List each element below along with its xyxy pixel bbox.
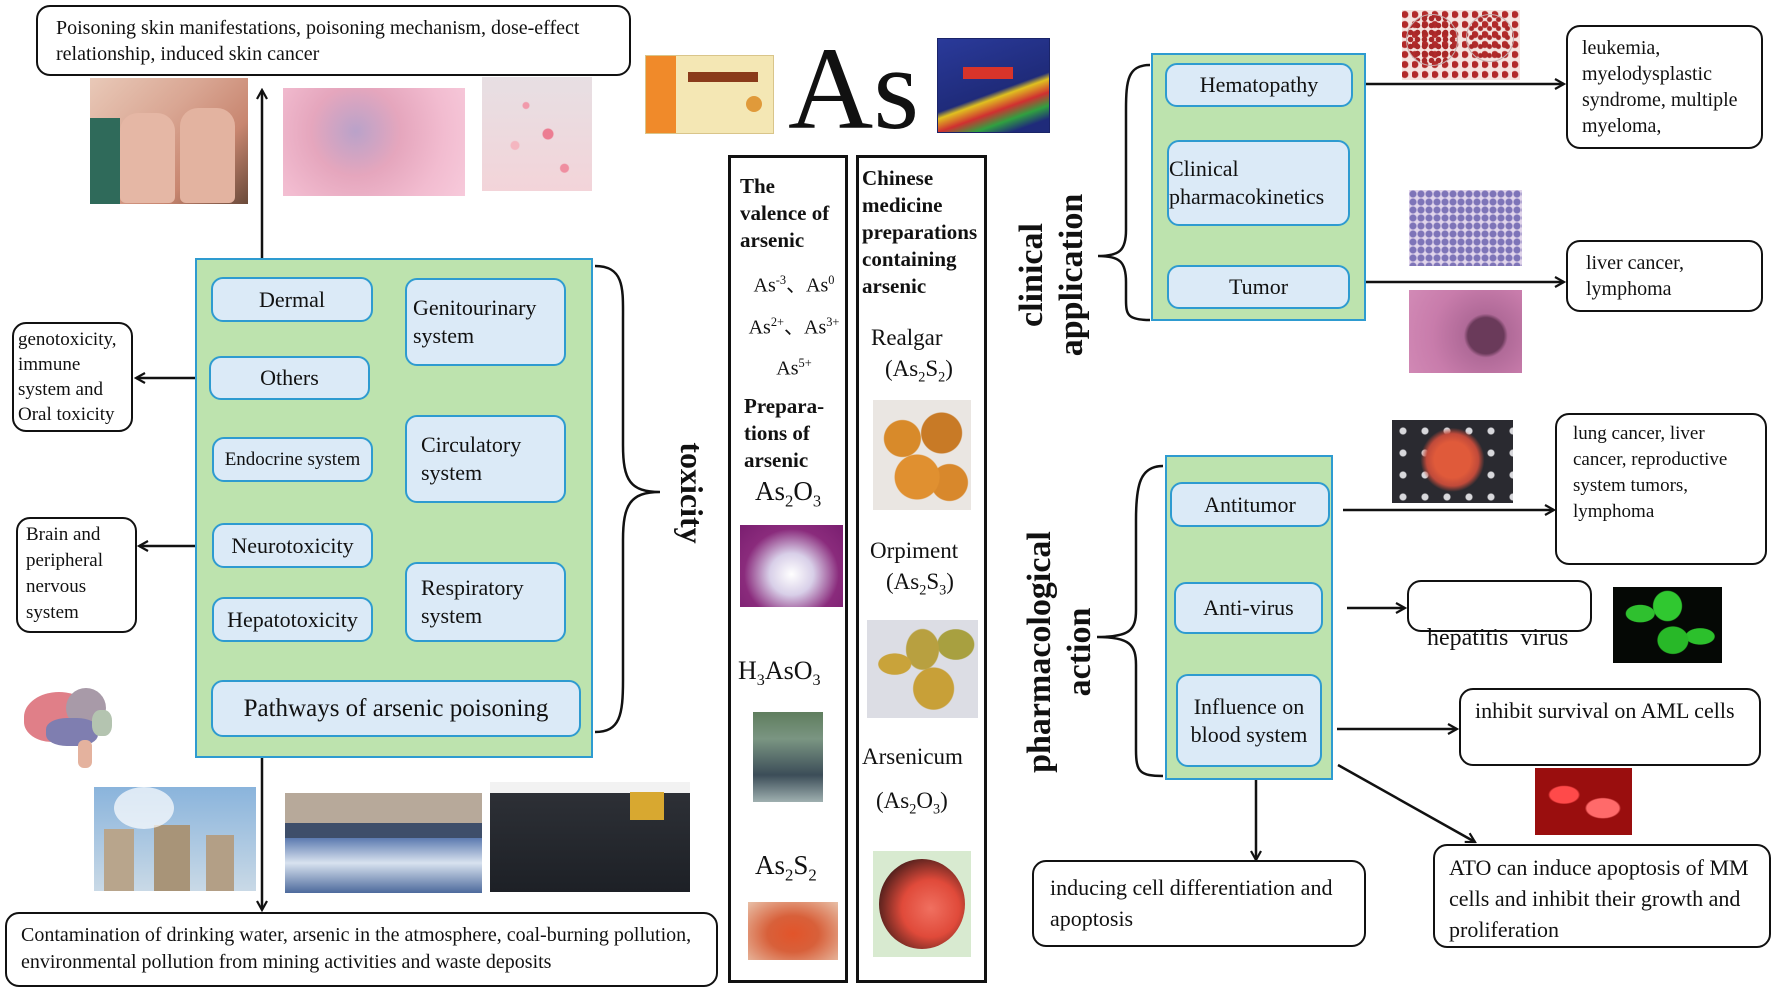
hematopathy-note: leukemia, myelodysplastic syndrome, mult… bbox=[1566, 25, 1763, 149]
tumor-note: liver cancer, lymphoma bbox=[1566, 240, 1763, 312]
toxicity-item-pathways[interactable]: Pathways of arsenic poisoning bbox=[211, 680, 581, 737]
image-orpiment bbox=[867, 620, 978, 718]
toxicity-item-endocrine[interactable]: Endocrine system bbox=[212, 437, 373, 482]
valence-line-3: As5+ bbox=[776, 356, 812, 380]
clinical-application-label: clinical application bbox=[1013, 193, 1090, 357]
image-blood-smear bbox=[1402, 10, 1520, 80]
toxicity-item-circulatory[interactable]: Circulatory system bbox=[405, 415, 566, 503]
compound-h3aso3: H3AsO3 bbox=[738, 656, 821, 690]
antivirus-note: hepatitis virus bbox=[1407, 580, 1592, 651]
image-tumor-cell-sem bbox=[1392, 420, 1513, 503]
toxicity-item-genitourinary[interactable]: Genitourinary system bbox=[405, 278, 566, 366]
valence-states: As-3、As0 As2+、As3+ As5+ bbox=[742, 262, 846, 387]
aml-note: inhibit survival on AML cells bbox=[1459, 688, 1761, 766]
arsenicum-formula: (As2O3) bbox=[876, 788, 948, 818]
toxicity-item-respiratory[interactable]: Respiratory system bbox=[405, 562, 566, 642]
tcm-heading: Chinese medicine preparations containing… bbox=[862, 166, 978, 298]
image-arsenicum bbox=[873, 851, 971, 957]
orpiment-formula: (As2S3) bbox=[886, 569, 954, 599]
tcm-item-realgar: Realgar (As2S2) bbox=[871, 322, 953, 394]
image-skin-histology bbox=[283, 88, 465, 196]
image-arsenic-hands bbox=[90, 78, 248, 204]
pharmacological-item-antitumor[interactable]: Antitumor bbox=[1170, 482, 1330, 527]
others-effects-note: genotoxicity, immune system and Oral tox… bbox=[12, 322, 133, 432]
realgar-formula: (As2S2) bbox=[885, 356, 953, 386]
image-cooling-towers bbox=[94, 787, 256, 891]
toxicity-brace bbox=[594, 264, 661, 734]
image-h3aso3-beaker bbox=[753, 712, 823, 802]
image-brain-diagram bbox=[18, 670, 138, 770]
clinical-brace bbox=[1097, 63, 1151, 322]
toxicity-label: toxicity bbox=[674, 442, 710, 544]
image-medicine-box-yellow bbox=[645, 55, 774, 134]
image-cancer-cell bbox=[1409, 290, 1522, 373]
pharmacological-action-label: pharmacological action bbox=[1021, 531, 1098, 773]
antitumor-note: lung cancer, liver cancer, reproductive … bbox=[1555, 413, 1767, 565]
toxicity-item-others[interactable]: Others bbox=[209, 356, 370, 400]
pathways-effects-note: Contamination of drinking water, arsenic… bbox=[5, 912, 718, 987]
compound-as2s2: As2S2 bbox=[755, 850, 817, 885]
arrow-blood-to-ato bbox=[1337, 763, 1475, 842]
image-as2s2-powder bbox=[748, 902, 838, 960]
clinical-item-pharmacokinetics[interactable]: Clinical pharmacokinetics bbox=[1167, 140, 1350, 226]
valence-line-1: As-3、As0 bbox=[753, 273, 835, 297]
valence-heading: The valence of arsenic bbox=[740, 174, 830, 252]
preparations-heading: Prepara-tions of arsenic bbox=[744, 394, 825, 472]
pharmacological-item-antivirus[interactable]: Anti-virus bbox=[1174, 582, 1323, 634]
neuro-effects-note: Brain and peripheral nervous system bbox=[16, 517, 137, 633]
toxicity-item-hepatotoxicity[interactable]: Hepatotoxicity bbox=[212, 597, 373, 642]
tcm-item-arsenicum: Arsenicum (As2O3) bbox=[862, 735, 963, 832]
clinical-item-tumor[interactable]: Tumor bbox=[1167, 265, 1350, 309]
clinical-item-hematopathy[interactable]: Hematopathy bbox=[1165, 63, 1353, 107]
pharmacological-brace bbox=[1096, 464, 1164, 778]
image-hepatitis-cells bbox=[1613, 587, 1722, 663]
valence-line-2: As2+、As3+ bbox=[748, 314, 840, 339]
ato-note: ATO can induce apoptosis of MM cells and… bbox=[1433, 844, 1771, 948]
arsenic-symbol-title: As bbox=[788, 23, 920, 154]
tcm-item-orpiment: Orpiment (As2S3) bbox=[870, 535, 958, 607]
image-coal-mining bbox=[490, 782, 690, 892]
image-as2o3-powder bbox=[740, 525, 843, 607]
image-tumor-cells bbox=[1409, 190, 1522, 266]
image-medicine-box-blue bbox=[937, 38, 1050, 133]
tcm-column bbox=[856, 155, 987, 983]
pharmacological-item-blood[interactable]: Influence on blood system bbox=[1176, 674, 1322, 767]
image-polluted-water bbox=[285, 793, 482, 893]
skin-effects-note: Poisoning skin manifestations, poisoning… bbox=[36, 5, 631, 76]
image-realgar bbox=[873, 400, 971, 510]
toxicity-item-dermal[interactable]: Dermal bbox=[211, 277, 373, 322]
image-red-blood-cells bbox=[1535, 768, 1632, 835]
compound-as2o3: As2O3 bbox=[755, 476, 822, 511]
image-skin-rash bbox=[482, 77, 592, 191]
differentiation-note: inducing cell differentiation and apopto… bbox=[1032, 860, 1366, 947]
toxicity-item-neurotoxicity[interactable]: Neurotoxicity bbox=[212, 523, 373, 568]
